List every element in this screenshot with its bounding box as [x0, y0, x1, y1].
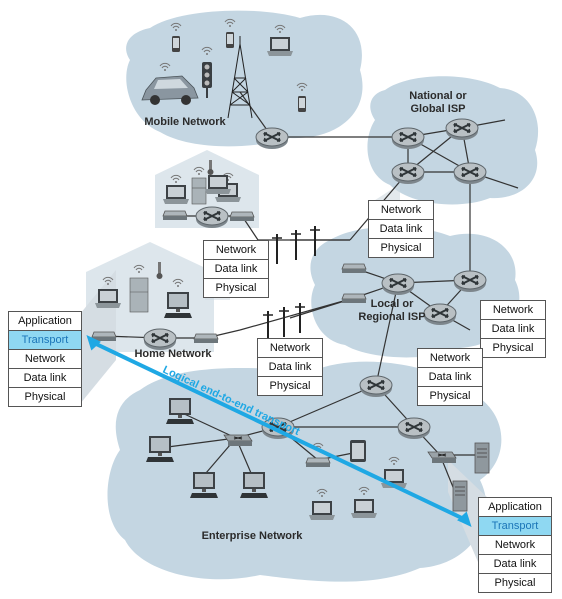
thermometer-icon	[156, 262, 163, 279]
refrigerator-icon	[191, 177, 207, 205]
router-icon	[255, 127, 289, 150]
desktop-icon	[146, 436, 174, 462]
server-icon	[474, 442, 490, 474]
regional-router-stack-right: Network Data link Physical	[480, 300, 546, 358]
refrigerator-icon	[129, 277, 149, 313]
left-host-protocol-stack: Application Transport Network Data link …	[8, 311, 82, 407]
application-layer: Application	[9, 312, 81, 331]
desktop-icon	[164, 292, 192, 318]
network-layer: Network	[204, 241, 268, 260]
router-icon	[445, 118, 479, 141]
data-link-layer: Data link	[258, 358, 322, 377]
data-link-layer: Data link	[481, 320, 545, 339]
enterprise-devices	[146, 398, 490, 520]
phone-icon	[298, 96, 306, 112]
home-router-stack: Network Data link Physical	[203, 240, 269, 298]
modem-icon	[305, 457, 331, 468]
upper-house-devices	[162, 160, 241, 221]
home-network-label: Home Network	[134, 348, 212, 360]
phone-icon	[172, 36, 180, 52]
laptop-icon	[163, 185, 189, 204]
phone-icon	[226, 32, 234, 48]
desktop-icon	[240, 472, 268, 498]
transport-layer: Transport	[479, 517, 551, 536]
physical-layer: Physical	[380, 242, 422, 254]
laptop-icon	[309, 501, 335, 520]
home-network-house	[86, 242, 214, 352]
physical-layer: Physical	[24, 391, 66, 403]
router-icon	[359, 375, 393, 398]
transport-layer: Transport	[9, 331, 81, 350]
router-icon	[453, 270, 487, 293]
network-layer: Network	[258, 339, 322, 358]
home-devices	[91, 262, 192, 342]
laptop-icon	[95, 289, 121, 308]
data-link-layer: Data link	[204, 260, 268, 279]
router-icon	[423, 303, 457, 326]
enterprise-router-stack: Network Data link Physical	[417, 348, 483, 406]
desktop-icon	[166, 398, 194, 424]
utility-pole-icon	[278, 306, 290, 338]
logical-transport-arrow	[86, 334, 472, 528]
physical-layer: Physical	[494, 577, 536, 589]
router-icon	[391, 162, 425, 185]
router-icon	[391, 127, 425, 150]
modem-icon	[229, 211, 255, 222]
utility-pole-icon	[271, 233, 283, 265]
router-icon	[453, 162, 487, 185]
network-layer: Network	[418, 349, 482, 368]
enterprise-network-label: Enterprise Network	[201, 530, 303, 542]
router-icon	[195, 206, 229, 229]
laptop-icon	[267, 37, 293, 56]
physical-layer: Physical	[429, 390, 471, 402]
data-link-layer: Data link	[418, 368, 482, 387]
laptop-icon	[351, 499, 377, 518]
data-link-layer: Data link	[9, 369, 81, 388]
enterprise-network-cloud	[107, 361, 502, 582]
traffic-light-icon	[202, 62, 212, 98]
modem-icon	[193, 333, 219, 344]
car-icon	[141, 75, 199, 105]
switch-icon	[223, 434, 253, 447]
utility-pole-icon	[290, 229, 302, 261]
physical-layer: Physical	[215, 282, 257, 294]
network-layer: Network	[369, 201, 433, 220]
global-isp-router-stack: Network Data link Physical	[368, 200, 434, 258]
regional-isp-label: Local or Regional ISP	[358, 298, 426, 323]
router-icon	[143, 328, 177, 351]
global-isp-label: National or Global ISP	[409, 90, 467, 115]
thermometer-icon	[207, 160, 214, 175]
right-host-protocol-stack: Application Transport Network Data link …	[478, 497, 552, 593]
server-icon	[452, 480, 468, 512]
cell-tower-icon	[227, 36, 253, 119]
modem-icon	[162, 210, 188, 221]
regional-router-stack-left: Network Data link Physical	[257, 338, 323, 396]
mobile-network-label: Mobile Network	[144, 116, 226, 128]
network-layer: Network	[481, 301, 545, 320]
data-link-layer: Data link	[479, 555, 551, 574]
regional-isp-cloud	[310, 226, 520, 358]
mobile-devices	[141, 18, 308, 119]
laptop-icon	[205, 175, 231, 194]
desktop-icon	[190, 472, 218, 498]
router-icon	[397, 417, 431, 440]
modem-icon	[341, 263, 367, 274]
router-icon	[381, 273, 415, 296]
physical-layer: Physical	[269, 380, 311, 392]
utility-pole-icon	[262, 310, 274, 342]
data-link-layer: Data link	[369, 220, 433, 239]
network-layer: Network	[9, 350, 81, 369]
network-layer: Network	[479, 536, 551, 555]
utility-pole-icon	[294, 302, 306, 334]
application-layer: Application	[479, 498, 551, 517]
tablet-icon	[350, 440, 366, 462]
switch-icon	[427, 451, 457, 464]
physical-layer: Physical	[492, 342, 534, 354]
